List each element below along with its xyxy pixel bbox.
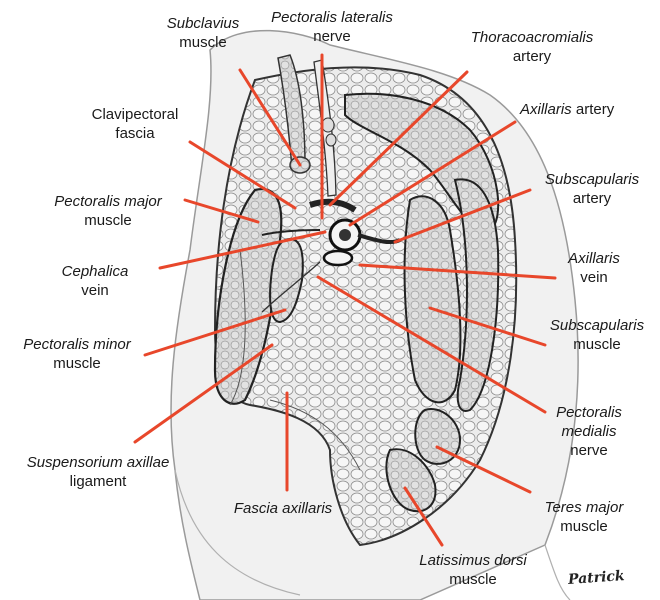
label-fascia-axillaris: Fascia axillaris [233, 500, 333, 517]
label-latissimus-dorsi-muscle: Latissimus dorsi muscle [419, 552, 527, 588]
leader-pect-major [183, 198, 260, 224]
leader-pect-minor [143, 308, 287, 357]
subscapularis-muscle [403, 195, 462, 404]
leader-clavipectoral [188, 140, 297, 210]
axillary-artery-lumen [339, 229, 351, 241]
label-teres-major-muscle: Teres major muscle [544, 499, 624, 535]
label-pectoralis-major-muscle: Pectoralis major muscle [54, 193, 162, 229]
nerve-section [325, 133, 337, 147]
leader-subscapularis-muscle [428, 306, 547, 347]
axillary-vein [322, 249, 354, 267]
pectoralis-major [213, 187, 283, 405]
teres-major [414, 408, 462, 465]
arm-crease [174, 469, 301, 596]
latissimus-band [453, 178, 500, 412]
pectoralis-minor [269, 238, 304, 324]
leader-thoracoacromialis [328, 70, 469, 207]
leader-lines [133, 53, 557, 547]
label-suspensorium-axillae-ligament: Suspensorium axillae ligament [26, 454, 170, 490]
label-subscapularis-artery: Subscapularis artery [544, 171, 640, 207]
label-pectoralis-lateralis-nerve: Pectoralis lateralis nerve [271, 9, 393, 45]
leader-subclavius [238, 68, 302, 167]
label-thoracoacromialis-artery: Thoracoacromialis artery [470, 29, 594, 65]
leader-teres-major [435, 445, 532, 494]
label-clavipectoral-fascia: Clavipectoral fascia [91, 106, 179, 142]
label-cephalica-vein: Cephalica vein [61, 263, 129, 299]
label-subscapularis-muscle: Subscapularis muscle [549, 317, 645, 353]
label-subclavius: Subclavius muscle [166, 15, 240, 51]
axillaris-fascia-line [269, 399, 361, 471]
label-axillaris-vein: Axillaris vein [568, 250, 620, 286]
label-pectoralis-medialis-nerve: Pectoralis medialis nerve [556, 404, 622, 459]
leader-cephalica [158, 230, 327, 270]
label-axillaris-artery: Axillaris artery [520, 101, 615, 118]
nerve-section [321, 117, 335, 133]
nerve-branch [261, 261, 321, 313]
leader-axillaris-vein [358, 263, 557, 280]
leader-axillaris-artery [348, 120, 517, 227]
leader-latissimus [403, 486, 444, 547]
fascia-layer [229, 249, 246, 406]
cephalic-vein [261, 229, 321, 236]
latissimus-dorsi [385, 448, 437, 513]
arm-crease [544, 544, 571, 600]
leader-subscapularis-artery [393, 188, 532, 244]
leader-pect-medialis [316, 275, 547, 414]
label-pectoralis-minor-muscle: Pectoralis minor muscle [23, 336, 131, 372]
leader-suspensorium [133, 343, 274, 444]
